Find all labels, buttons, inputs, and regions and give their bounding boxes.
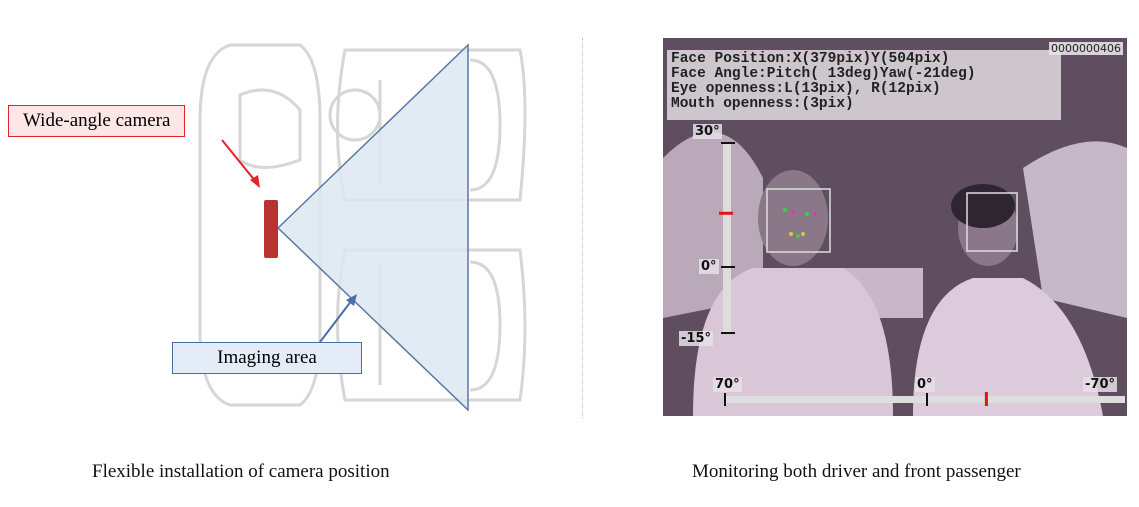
pitch-gauge-track <box>723 143 731 333</box>
camera-icon <box>264 200 278 258</box>
readout-panel: Face Position:X(379pix)Y(504pix) Face An… <box>667 50 1061 120</box>
pitch-label-top: 30° <box>693 124 722 139</box>
pitch-label-zero: 0° <box>699 259 719 274</box>
imaging-area-cone <box>276 43 469 412</box>
readout-line: Face Angle:Pitch( 13deg)Yaw(-21deg) <box>671 66 976 82</box>
yaw-label-left: 70° <box>713 377 742 392</box>
readout-line: Eye openness:L(13pix), R(12pix) <box>671 81 941 97</box>
car-top-view-illustration <box>198 43 527 412</box>
yaw-gauge-track <box>725 396 1125 403</box>
pitch-label-bottom: -15° <box>679 331 713 346</box>
pitch-marker <box>719 211 733 215</box>
facial-landmarks <box>783 208 817 238</box>
yaw-label-right: -70° <box>1083 377 1117 392</box>
readout-line: Mouth openness:(3pix) <box>671 96 854 112</box>
camera-installation-diagram: Wide-angle camera Imaging area <box>0 0 580 440</box>
left-caption: Flexible installation of camera position <box>92 461 390 482</box>
imaging-area-label: Imaging area <box>172 342 362 374</box>
frame-counter: 0000000406 <box>1049 42 1123 55</box>
wide-angle-camera-label: Wide-angle camera <box>8 105 186 137</box>
readout-line: Face Position:X(379pix)Y(504pix) <box>671 51 950 67</box>
yaw-label-center: 0° <box>915 377 935 392</box>
yaw-marker <box>984 392 988 406</box>
right-caption: Monitoring both driver and front passeng… <box>692 461 1021 482</box>
divider <box>582 38 583 418</box>
driver-monitoring-frame: Face Position:X(379pix)Y(504pix) Face An… <box>663 38 1127 416</box>
